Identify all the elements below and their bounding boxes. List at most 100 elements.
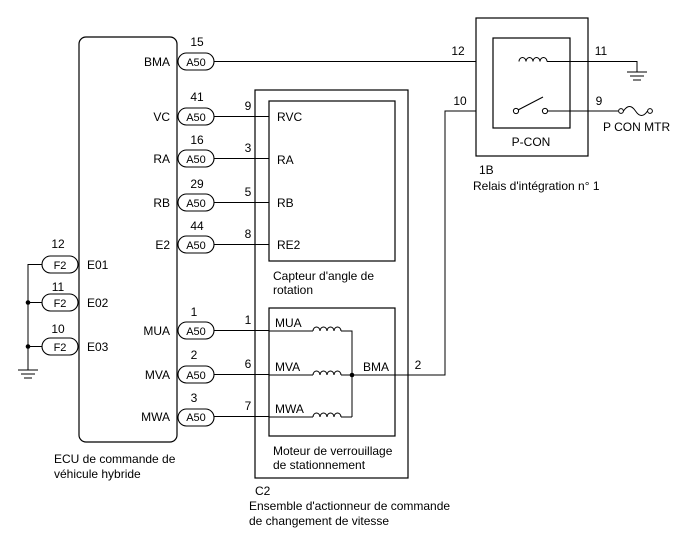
assembly-caption-line1: Ensemble d'actionneur de commande <box>249 499 450 513</box>
ecu-ground-pin-e03: 10 F2 E03 <box>41 322 109 356</box>
ecu-ground-pin-e01: 12 F2 E01 <box>41 237 109 274</box>
connector-label: A50 <box>186 240 206 252</box>
junction-dot <box>25 344 31 349</box>
sensor-caption-line2: rotation <box>273 283 313 297</box>
ground-bus-wire <box>27 264 42 370</box>
junction-dot <box>25 300 31 305</box>
ecu-pin-e2: E2 44 A50 <box>155 219 215 254</box>
ground-icon <box>627 71 647 81</box>
ground-pin-number: 12 <box>51 237 65 251</box>
wire-pin-number: 2 <box>415 358 422 372</box>
wire-pin-number: 6 <box>245 357 252 371</box>
connector-label: F2 <box>54 342 67 354</box>
wire-vc-rvc: 9 <box>214 99 269 117</box>
relay-switch-icon <box>512 96 549 115</box>
junction-dot <box>349 372 355 378</box>
p-con-relay-box <box>492 37 571 129</box>
ground-pin-label: E02 <box>87 296 109 310</box>
ecu-pin-label: MVA <box>145 368 170 382</box>
motor-coil-u-icon <box>269 326 353 417</box>
relay-coil-icon <box>518 57 638 72</box>
connector-label: A50 <box>186 370 206 382</box>
ecu-pin-number: 2 <box>191 348 198 362</box>
sensor-caption-line1: Capteur d'angle de <box>273 269 374 283</box>
ecu-pin-mua: MUA 1 A50 <box>143 305 215 340</box>
ecu-pin-number: 29 <box>190 177 204 191</box>
wire-bma-ecu-to-relay-coil: 12 <box>214 44 519 62</box>
motor-coil-w-icon <box>269 412 352 418</box>
wire-mwa: 7 <box>214 399 269 417</box>
ecu-caption-line2: véhicule hybride <box>54 467 141 481</box>
sensor-pin-re2: RE2 <box>277 238 301 252</box>
motor-pin-mwa: MWA <box>275 402 304 416</box>
wire-mva: 6 <box>214 357 269 375</box>
wire-pin-number: 9 <box>245 99 252 113</box>
ecu-caption-line1: ECU de commande de <box>54 452 176 466</box>
wire-rb-rb: 5 <box>214 185 269 203</box>
ecu-pin-label: MWA <box>141 410 170 424</box>
wire-pin-number: 1 <box>245 313 252 327</box>
relay-code: 1B <box>479 163 494 177</box>
fuse-icon <box>618 106 653 116</box>
wire-pin-number: 8 <box>245 227 252 241</box>
motor-common-label: BMA <box>363 360 389 374</box>
ecu-pin-rb: RB 29 A50 <box>153 177 215 212</box>
motor-pin-mva: MVA <box>275 360 300 374</box>
sensor-pin-rvc: RVC <box>277 110 302 124</box>
ecu-pin-number: 15 <box>190 35 204 49</box>
ecu-pin-bma: BMA 15 A50 <box>144 35 215 71</box>
sensor-pin-rb: RB <box>277 196 294 210</box>
wire-pin-number: 10 <box>453 94 467 108</box>
relay-name: P-CON <box>512 135 551 149</box>
connector-label: A50 <box>186 57 206 69</box>
ecu-pin-label: E2 <box>155 238 170 252</box>
ecu-pin-number: 16 <box>190 133 204 147</box>
connector-label: F2 <box>54 298 67 310</box>
connector-label: A50 <box>186 198 206 210</box>
ecu-box <box>78 36 178 443</box>
connector-label: A50 <box>186 112 206 124</box>
ecu-pin-label: BMA <box>144 55 170 69</box>
relay-pin-coil-gnd: 11 <box>595 44 608 58</box>
wire-pin-number: 7 <box>245 399 252 413</box>
relay-caption: Relais d'intégration n° 1 <box>473 179 600 193</box>
ecu-pin-number: 1 <box>191 305 198 319</box>
rotation-angle-sensor-box <box>268 100 396 262</box>
fuse-label: P CON MTR <box>603 120 670 134</box>
ecu-pin-mwa: MWA 3 A50 <box>141 391 215 427</box>
wire-pin-number: 12 <box>451 44 465 58</box>
ecu-pin-label: VC <box>153 110 170 124</box>
ecu-pin-label: RA <box>153 152 170 166</box>
wire-ra-ra: 3 <box>214 141 269 159</box>
wire-mua: 1 <box>214 313 269 331</box>
ecu-pin-label: MUA <box>143 324 170 338</box>
wire-e2-re2: 8 <box>214 227 269 245</box>
ground-pin-label: E03 <box>87 340 109 354</box>
wire-pin-number: 3 <box>245 141 252 155</box>
ecu-pin-label: RB <box>153 196 170 210</box>
wire-pin-number: 5 <box>245 185 252 199</box>
ecu-pin-number: 41 <box>190 90 204 104</box>
assembly-code: C2 <box>255 484 271 498</box>
assembly-caption-line2: de changement de vitesse <box>249 514 389 528</box>
ecu-pin-mva: MVA 2 A50 <box>145 348 215 384</box>
ecu-pin-number: 3 <box>191 391 198 405</box>
connector-label: A50 <box>186 154 206 166</box>
connector-label: F2 <box>54 260 67 272</box>
connector-label: A50 <box>186 412 206 424</box>
ground-pin-number: 10 <box>51 322 65 336</box>
connector-label: A50 <box>186 326 206 338</box>
ecu-pin-vc: VC 41 A50 <box>153 90 215 126</box>
connector-oval <box>177 408 215 427</box>
ecu-pin-number: 44 <box>190 219 204 233</box>
ground-pin-label: E01 <box>87 258 109 272</box>
ground-icon <box>18 369 38 379</box>
sensor-pin-ra: RA <box>277 153 294 167</box>
motor-caption-line2: de stationnement <box>273 458 366 472</box>
parking-lock-motor-box <box>268 307 396 437</box>
motor-pin-mua: MUA <box>275 316 302 330</box>
motor-caption-line1: Moteur de verrouillage <box>273 444 393 458</box>
ground-pin-number: 11 <box>52 280 65 294</box>
relay-pin-switch-out: 9 <box>596 94 603 108</box>
